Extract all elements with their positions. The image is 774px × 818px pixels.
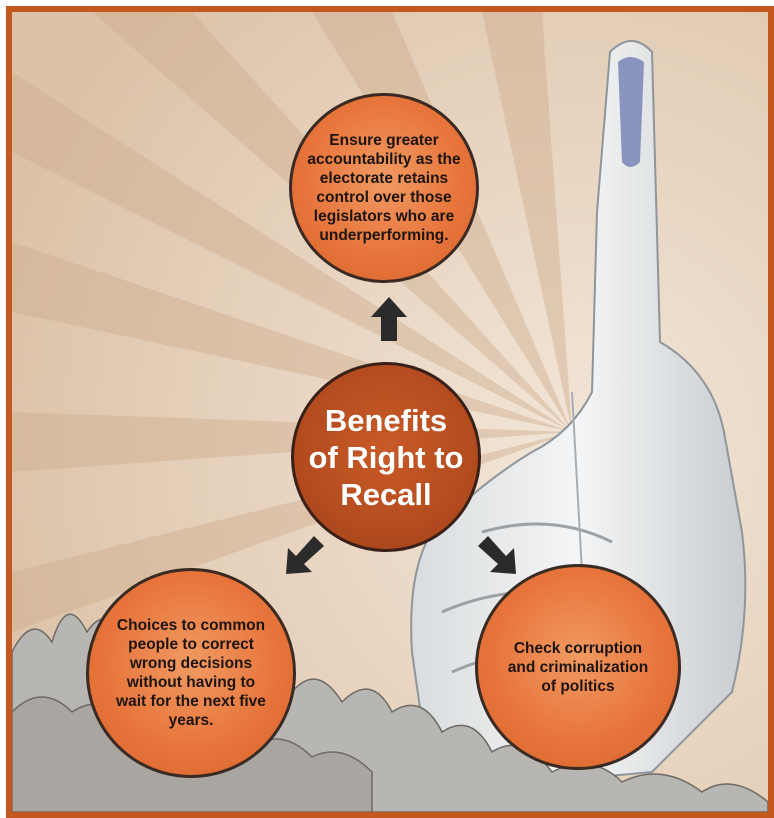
center-title-circle: Benefits of Right to Recall [291, 362, 481, 552]
text-line: without having to [126, 674, 256, 691]
benefit-correct-decisions-circle: Choices to common people to correct wron… [86, 568, 296, 778]
text-line: underperforming. [319, 227, 449, 244]
center-title: Benefits of Right to Recall [309, 402, 464, 513]
title-line: Benefits [324, 402, 448, 438]
text-line: control over those [316, 189, 452, 206]
text-line: Check corruption [513, 639, 643, 657]
infographic-frame: Ensure greater accountability as the ele… [6, 6, 774, 818]
text-line: years. [168, 712, 214, 729]
title-line: of Right to [308, 439, 464, 475]
text-line: people to correct [128, 636, 254, 653]
text-line: legislators who are [313, 208, 455, 225]
text-line: wait for the next five [116, 693, 266, 710]
benefit-correct-decisions-text: Choices to common people to correct wron… [116, 616, 266, 730]
benefit-check-corruption-circle: Check corruption and criminalization of … [475, 564, 681, 770]
title-line: Recall [340, 476, 432, 512]
benefit-accountability-text: Ensure greater accountability as the ele… [307, 131, 460, 245]
arrow-down-left-icon [286, 536, 324, 574]
arrow-up-icon [371, 297, 407, 341]
text-line: Ensure greater [329, 132, 439, 149]
text-line: electorate retains [319, 170, 449, 187]
text-line: wrong decisions [129, 655, 253, 672]
benefit-accountability-circle: Ensure greater accountability as the ele… [289, 93, 479, 283]
arrow-down-right-icon [478, 536, 516, 574]
text-line: and criminalization [507, 658, 649, 676]
benefit-check-corruption-text: Check corruption and criminalization of … [508, 639, 648, 696]
text-line: Choices to common [116, 617, 266, 634]
text-line: accountability as the [307, 151, 461, 168]
text-line: of politics [541, 677, 615, 695]
